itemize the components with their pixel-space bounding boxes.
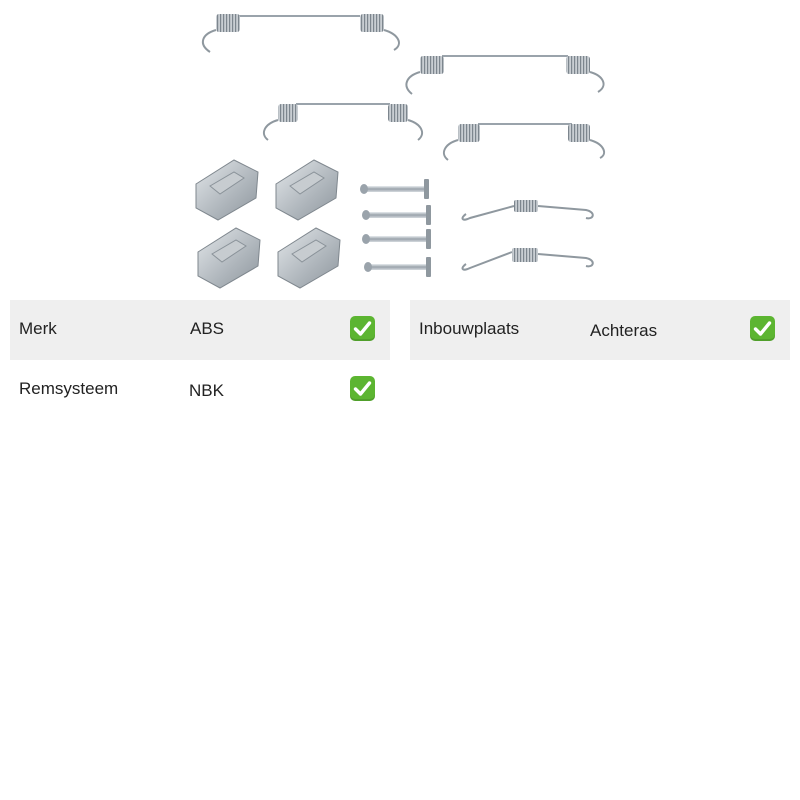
spec-row-remsysteem: Remsysteem NBK bbox=[10, 360, 390, 420]
hold-down-pin-icon bbox=[362, 205, 431, 225]
check-icon bbox=[350, 376, 375, 401]
retaining-clip-icon bbox=[195, 159, 259, 221]
retaining-clip-icon bbox=[197, 227, 261, 289]
spec-value: Achteras bbox=[590, 321, 658, 340]
spec-label: Merk bbox=[19, 319, 57, 338]
retaining-clip-icon bbox=[277, 227, 341, 289]
product-image bbox=[195, 14, 606, 289]
hold-down-pin-icon bbox=[360, 179, 429, 199]
small-spring-icon bbox=[461, 248, 594, 271]
medium-spring-icon bbox=[442, 123, 606, 161]
spec-label: Remsysteem bbox=[19, 379, 119, 398]
long-spring-icon bbox=[405, 55, 605, 95]
small-spring-icon bbox=[461, 200, 594, 221]
hold-down-pin-icon bbox=[364, 257, 431, 277]
check-icon bbox=[350, 316, 375, 341]
spec-label: Inbouwplaats bbox=[419, 319, 520, 338]
spec-value: ABS bbox=[190, 319, 225, 338]
medium-spring-icon bbox=[262, 103, 424, 141]
spec-row-merk: Merk ABS bbox=[10, 300, 390, 360]
check-icon bbox=[750, 316, 775, 341]
hold-down-pin-icon bbox=[362, 229, 431, 249]
spec-row-inbouwplaats: Inbouwplaats Achteras bbox=[410, 300, 790, 360]
spec-value: NBK bbox=[189, 381, 224, 400]
retaining-clip-icon bbox=[275, 159, 339, 221]
long-spring-icon bbox=[201, 14, 400, 53]
